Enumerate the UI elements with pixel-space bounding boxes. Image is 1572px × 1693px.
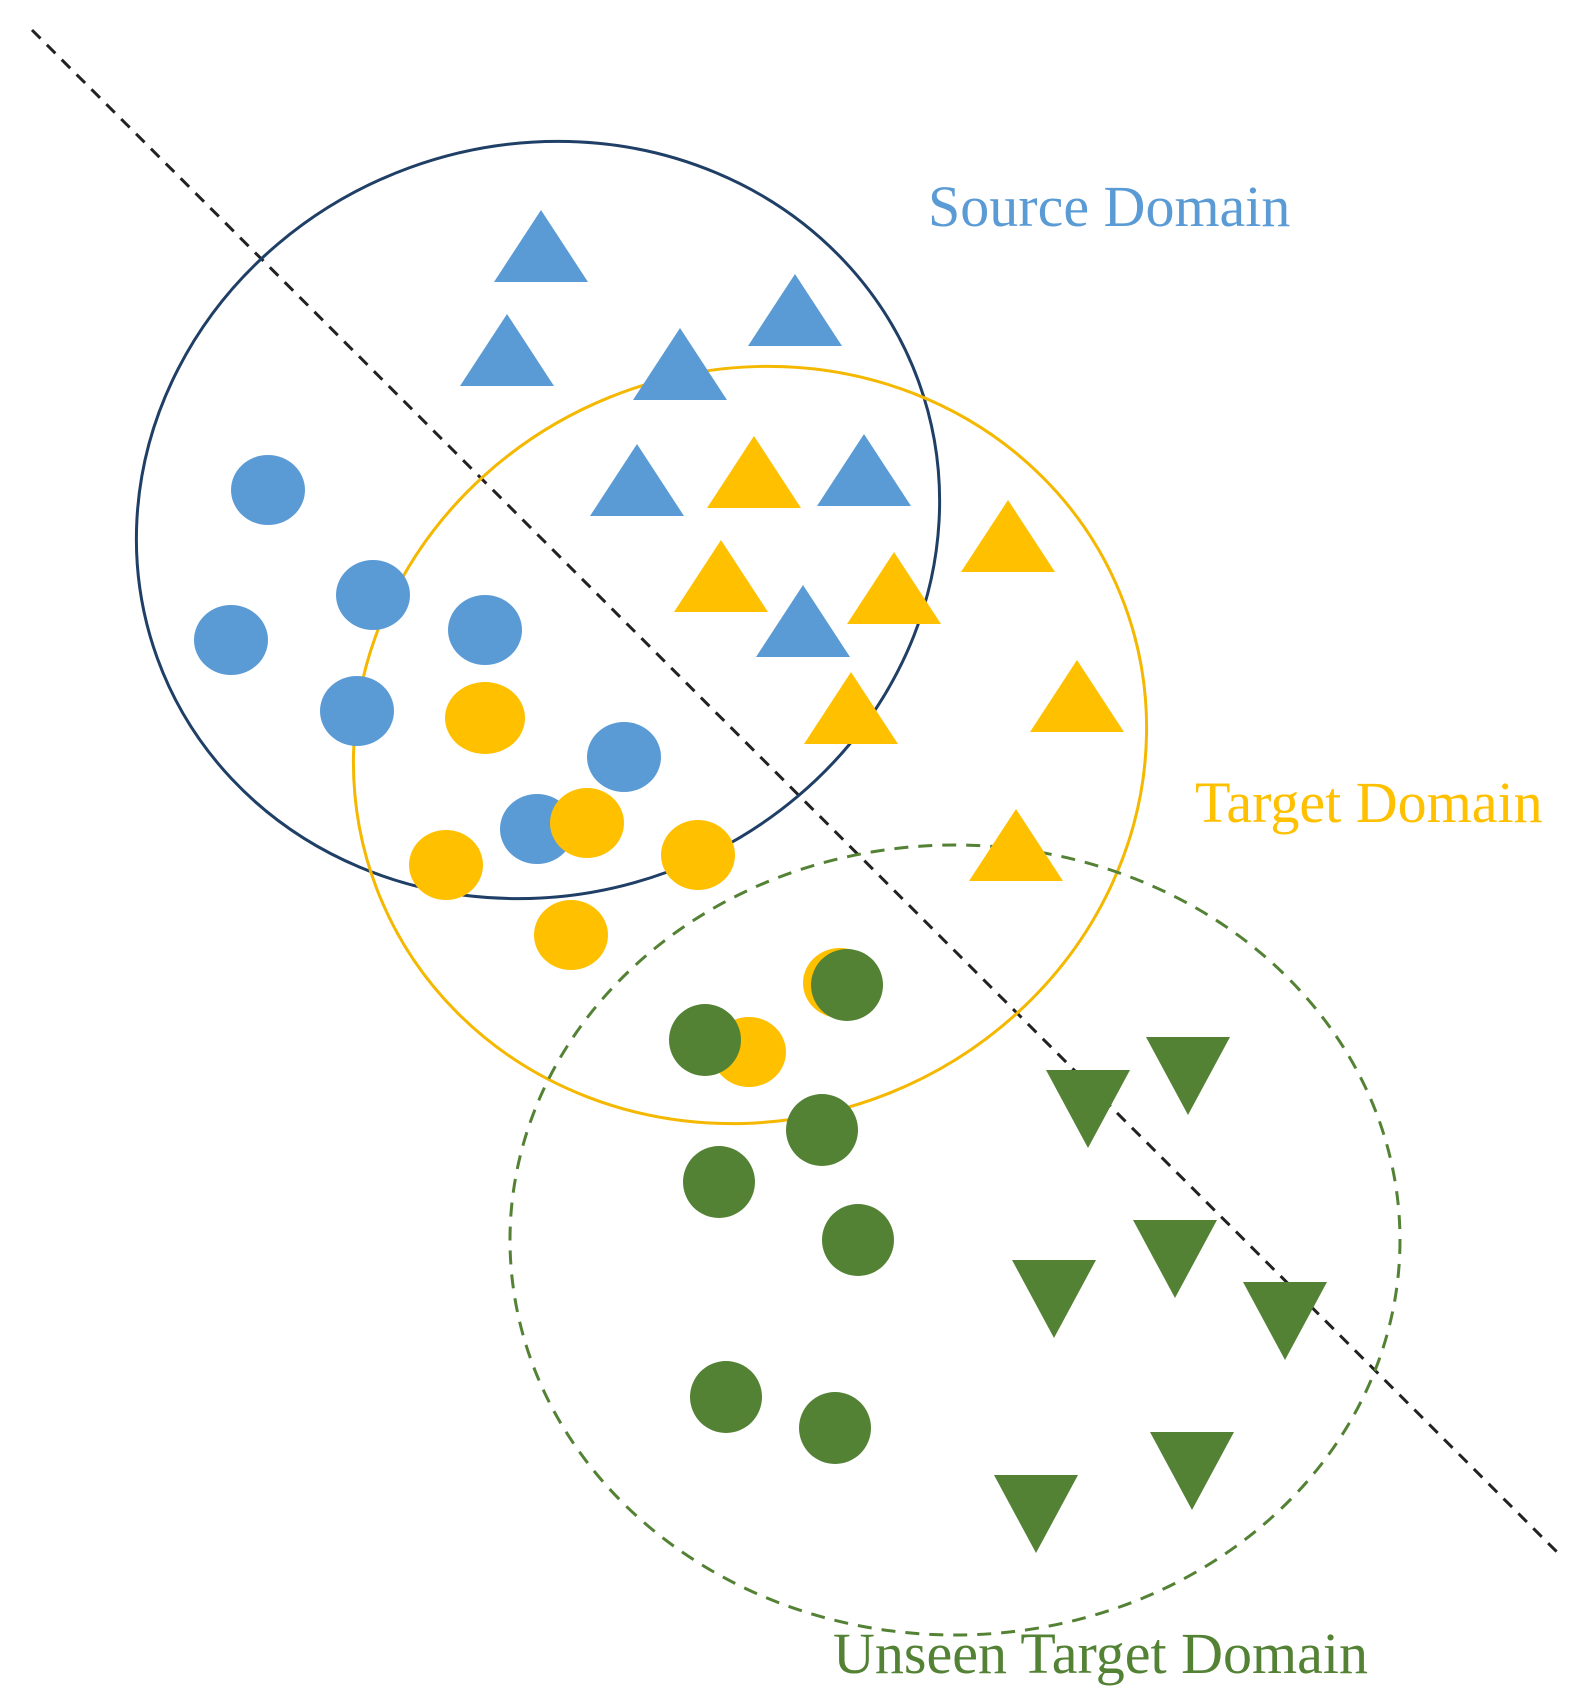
target-triangles <box>674 436 1124 881</box>
unseen-circle <box>799 1392 871 1464</box>
unseen-triangle <box>1046 1070 1130 1148</box>
target-circle <box>409 830 483 900</box>
target-circle <box>661 820 735 890</box>
source-circle <box>336 560 410 630</box>
source-circle <box>320 676 394 746</box>
source-triangle <box>756 585 850 657</box>
unseen-target-domain-label: Unseen Target Domain <box>833 1621 1368 1686</box>
target-circle <box>534 900 608 970</box>
unseen-triangle <box>1012 1260 1096 1338</box>
source-triangle <box>460 314 554 386</box>
target-circle <box>550 788 624 858</box>
source-triangle <box>748 274 842 346</box>
unseen-circle <box>822 1204 894 1276</box>
target-triangle <box>1030 660 1124 732</box>
source-triangle <box>494 210 588 282</box>
source-circle <box>448 595 522 665</box>
unseen-circle <box>669 1004 741 1076</box>
unseen-target-domain-region <box>508 843 1402 1637</box>
source-circle <box>587 722 661 792</box>
target-circle <box>445 682 525 754</box>
unseen-triangles <box>994 1037 1327 1553</box>
target-triangle <box>674 540 768 612</box>
source-triangle <box>590 444 684 516</box>
source-triangle <box>817 434 911 506</box>
source-domain-label: Source Domain <box>928 174 1290 239</box>
unseen-circle <box>811 949 883 1021</box>
unseen-triangle <box>1150 1432 1234 1510</box>
unseen-circle <box>683 1146 755 1218</box>
unseen-circles <box>669 949 894 1464</box>
unseen-circle <box>786 1094 858 1166</box>
unseen-circle <box>690 1361 762 1433</box>
unseen-triangle <box>1146 1037 1230 1115</box>
source-triangle <box>633 328 727 400</box>
unseen-triangle <box>1133 1220 1217 1298</box>
source-triangles <box>460 210 911 657</box>
target-triangle <box>847 552 941 624</box>
source-circle <box>194 605 268 675</box>
decision-boundary <box>30 28 1562 1557</box>
target-triangle <box>804 672 898 744</box>
target-triangle <box>961 500 1055 572</box>
source-circle <box>231 455 305 525</box>
target-domain-label: Target Domain <box>1195 770 1543 835</box>
target-domain-region <box>351 364 1149 1126</box>
target-triangle <box>969 809 1063 881</box>
target-triangle <box>707 436 801 508</box>
unseen-triangle <box>994 1475 1078 1553</box>
source-circles <box>194 455 661 864</box>
unseen-triangle <box>1243 1282 1327 1360</box>
